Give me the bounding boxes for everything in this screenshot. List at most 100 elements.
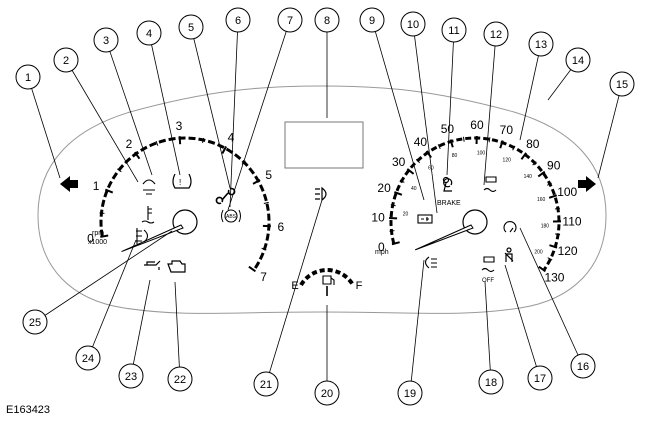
callout-marker: 18	[478, 369, 504, 395]
callout-number: 10	[407, 19, 419, 31]
callout-leader-line	[504, 264, 541, 379]
tachometer-dial-arc	[99, 136, 271, 272]
callout-leader-line	[371, 19, 425, 201]
callout-marker: 15	[609, 71, 635, 97]
callout-leader-line	[27, 76, 61, 179]
front-fog-icon	[136, 228, 149, 244]
tachometer-tick-label: 6	[278, 220, 285, 234]
speedometer-mph-label: 70	[500, 123, 514, 137]
callout-marker: 24	[75, 345, 101, 371]
speedometer-tick	[537, 170, 546, 178]
callout-number: 6	[235, 15, 241, 27]
speedometer-tick	[425, 150, 432, 159]
speedometer-mph-label: 110	[562, 214, 581, 228]
callout-leader-line	[174, 281, 181, 380]
tachometer-tick	[155, 140, 159, 146]
abs-warning-icon: ABS	[221, 209, 241, 223]
speedometer-tick	[520, 152, 528, 160]
speedometer-tick	[555, 233, 561, 236]
speedometer-mph-label: 0	[378, 240, 385, 254]
tachometer-hub	[172, 209, 198, 235]
callout-number: 8	[324, 15, 330, 27]
tachometer-tick	[248, 265, 257, 273]
speedometer-tick	[415, 158, 421, 164]
speedometer-mph-label: 130	[544, 271, 564, 285]
speedometer-mph-label: 60	[470, 118, 484, 132]
callout-leader-lines	[27, 19, 623, 394]
speedometer-tick	[437, 144, 441, 150]
mph-unit-label: mph	[375, 249, 389, 256]
callout-number: 20	[321, 388, 333, 400]
speedometer-mph-label: 30	[392, 155, 406, 169]
speedometer-kmh-label: 160	[537, 197, 546, 203]
high-beam-icon	[315, 186, 327, 202]
callout-number: 5	[188, 22, 194, 34]
tachometer-tick-label: 3	[176, 119, 183, 133]
speedometer-mph-label: 100	[557, 185, 577, 199]
tachometer-tick-label: 0	[87, 232, 94, 246]
speedometer-tick	[549, 244, 558, 249]
callout-number: 2	[63, 55, 69, 67]
callout-number: 14	[572, 55, 584, 67]
off-label: OFF	[482, 278, 494, 284]
speedometer-tick	[389, 230, 395, 232]
svg-text:!: !	[179, 178, 181, 187]
battery-icon	[417, 214, 433, 224]
speedometer-mph-label: 20	[377, 181, 391, 195]
callout-circle	[136, 20, 162, 46]
speedometer-mph-label: 120	[558, 244, 578, 258]
airbag-icon	[442, 176, 453, 192]
speedometer-kmh-label: 140	[524, 174, 533, 180]
traction-control-off-icon	[481, 256, 495, 273]
tachometer-tick-label: 2	[126, 137, 133, 151]
callout-circle	[53, 47, 79, 73]
fuel-gauge-arc	[299, 268, 355, 287]
callout-circle	[397, 380, 423, 406]
tachometer-tick	[133, 151, 141, 160]
callout-leader-line	[597, 83, 623, 179]
rpm-unit-label: rpm	[92, 230, 104, 237]
service-wrench-icon	[215, 187, 236, 205]
speedometer-tick	[532, 161, 537, 166]
coolant-temperature-icon	[141, 206, 155, 224]
left-turn-arrow-icon	[60, 176, 78, 192]
callout-number: 17	[534, 373, 546, 385]
callout-leader-line	[484, 281, 492, 383]
callout-marker: 21	[253, 371, 279, 397]
callout-number: 25	[29, 317, 41, 329]
callout-circle	[225, 7, 251, 33]
callout-circle	[178, 14, 204, 40]
callout-circle	[609, 71, 635, 97]
fuel-pump-icon	[322, 275, 335, 285]
callout-circle	[118, 363, 144, 389]
speedometer-tick	[554, 207, 560, 210]
callout-circle	[22, 309, 48, 335]
callout-marker: 22	[167, 366, 193, 392]
speedometer-tick	[548, 194, 558, 199]
callout-circle	[478, 369, 504, 395]
callout-leader-line	[105, 39, 153, 176]
tachometer-tick-label: 4	[228, 131, 235, 145]
speedometer-tick	[449, 139, 454, 148]
callout-marker: 9	[359, 7, 385, 33]
callout-marker: 20	[314, 380, 340, 406]
callout-marker: 8	[314, 7, 340, 33]
central-display	[284, 121, 364, 169]
callout-marker: 17	[527, 365, 553, 391]
callout-circle	[167, 366, 193, 392]
callout-circle	[570, 353, 596, 379]
fuel-full-label: F	[356, 280, 363, 292]
callout-number: 16	[577, 361, 589, 373]
callout-marker: 3	[93, 27, 119, 53]
speedometer-mph-label: 50	[441, 122, 455, 136]
traction-control-icon	[483, 176, 497, 193]
callout-number: 3	[103, 35, 109, 47]
callout-marker: 23	[118, 363, 144, 389]
speedometer-kmh-label: 180	[541, 224, 550, 230]
callout-marker: 1	[15, 64, 41, 90]
speedometer-kmh-label: 80	[452, 153, 458, 159]
callout-marker: 6	[225, 7, 251, 33]
